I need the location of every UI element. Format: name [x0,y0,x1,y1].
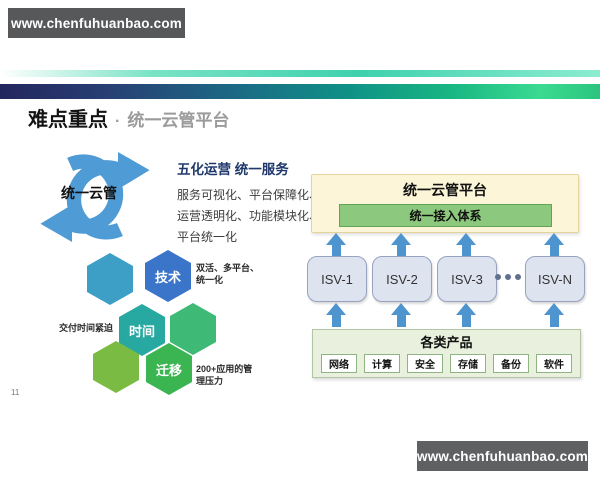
tech-note: 双活、多平台、 统一化 [196,263,259,286]
operations-line: 平台统一化 [177,230,238,244]
products-title: 各类产品 [420,335,473,350]
title-subtitle: 统一云管平台 [127,111,230,130]
cycle-arrows-icon [40,151,150,242]
hexagon-migration: 迁移 [146,343,192,395]
accent-thin-line [0,70,600,77]
migration-note-line2: 理压力 [196,375,224,386]
product-item-security: 安全 [407,354,443,373]
access-layer-box: 统一接入体系 [339,204,552,227]
hexagon-time-label: 时间 [128,323,155,339]
hexagon-migration-label: 迁移 [155,362,182,378]
ellipsis-dots-icon [495,274,521,280]
page-number: 11 [11,388,20,397]
accent-gradient-bar [0,84,600,99]
hexagon-tech-label: 技术 [154,269,181,285]
page-title: 难点重点 · 统一云管平台 [28,103,229,132]
platform-box: 统一云管平台 统一接入体系 [311,174,579,233]
isv-box-3: ISV-3 [437,256,497,302]
site-url-label-top: www.chenfuhuanbao.com [11,15,182,31]
hexagon-teal-blue [87,253,133,305]
product-item-backup: 备份 [493,354,529,373]
migration-note: 200+应用的管 理压力 [196,364,252,387]
up-arrow-icon [544,303,564,327]
product-item-compute: 计算 [364,354,400,373]
up-arrow-icon [391,303,411,327]
products-row: 网络 计算 安全 存储 备份 软件 [321,354,572,373]
operations-line: 运营透明化、功能模块化、 [177,209,322,223]
hexagon-green [170,303,216,355]
up-arrow-icon [544,233,564,257]
operations-heading: 五化运营 统一服务 [177,162,289,177]
isv-box-2: ISV-2 [372,256,432,302]
up-arrow-icon [456,233,476,257]
title-strong: 难点重点 [28,109,108,131]
site-badge-top: www.chenfuhuanbao.com [8,8,185,38]
up-arrow-icon [391,233,411,257]
tech-note-line1: 双活、多平台、 [196,263,260,273]
operations-block: 五化运营 统一服务 服务可视化、平台保障化、 运营透明化、功能模块化、 平台统一… [177,158,327,248]
isv-box-1: ISV-1 [307,256,367,302]
time-note: 交付时间紧迫 [58,323,113,333]
up-arrow-icon [326,303,346,327]
platform-title: 统一云管平台 [403,182,487,198]
products-box: 各类产品 网络 计算 安全 存储 备份 软件 [312,329,581,378]
operations-line: 服务可视化、平台保障化、 [177,188,322,202]
tech-note-line2: 统一化 [196,274,224,285]
product-item-storage: 存储 [450,354,486,373]
migration-note-line1: 200+应用的管 [196,364,253,374]
isv-box-n: ISV-N [525,256,585,302]
site-url-label-bottom: www.chenfuhuanbao.com [417,448,588,464]
hexagon-tech: 技术 [145,250,191,302]
product-item-network: 网络 [321,354,357,373]
up-arrow-icon [326,233,346,257]
product-item-software: 软件 [536,354,572,373]
cycle-center-label: 统一云管 [61,185,117,201]
up-arrow-icon [456,303,476,327]
title-separator-dot: · [115,113,121,130]
site-badge-bottom: www.chenfuhuanbao.com [417,441,588,471]
